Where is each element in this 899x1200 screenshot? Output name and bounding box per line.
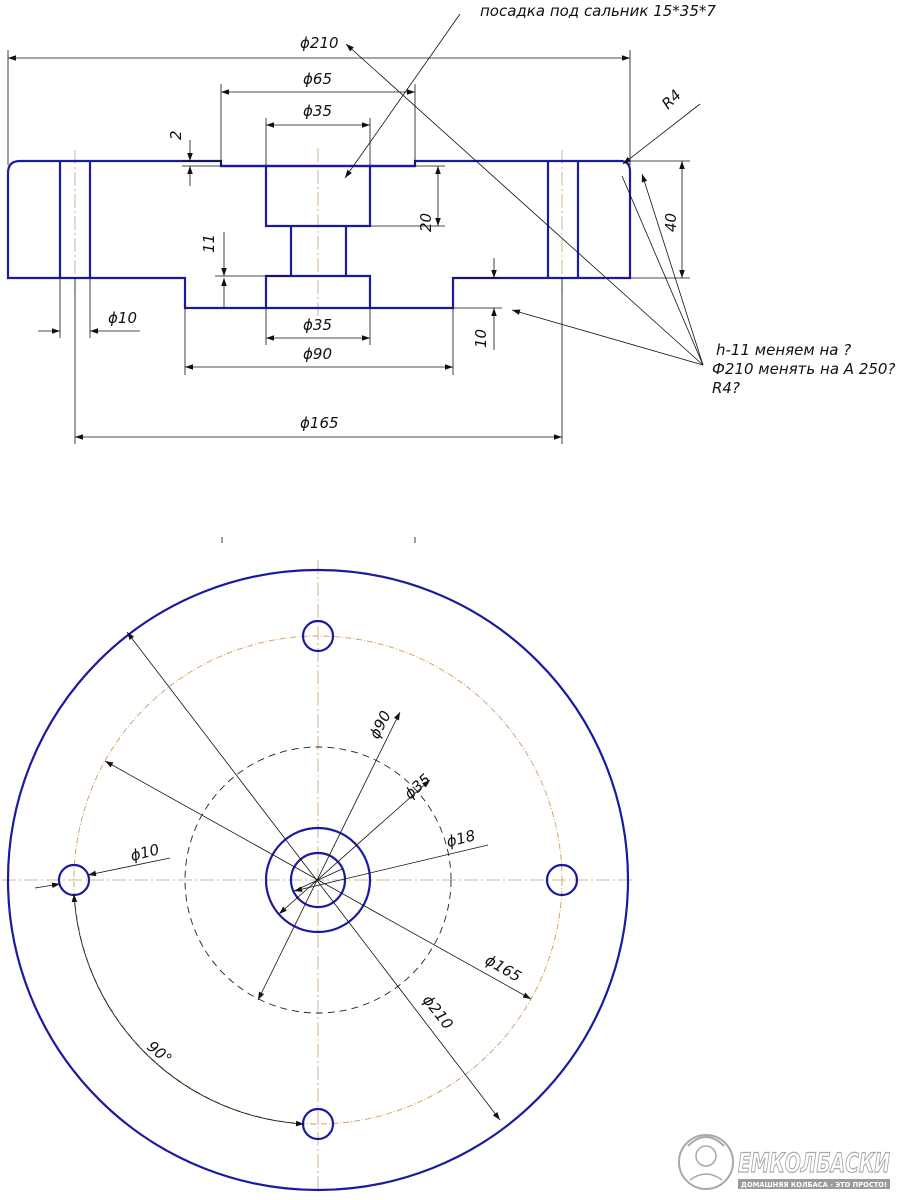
dim-line-top-d35 <box>278 779 431 915</box>
dim-d10: ϕ10 <box>108 309 137 327</box>
dim-top-d90: ϕ90 <box>366 708 395 742</box>
leader-q-r4 <box>641 173 704 366</box>
right-bolt-hole <box>546 161 580 278</box>
bore-lower <box>264 274 372 308</box>
dim-top-angle: 90° <box>143 1037 175 1068</box>
angle-arc-90 <box>71 893 305 1127</box>
dim-h40: 40 <box>662 213 680 232</box>
dim-d210: ϕ210 <box>300 34 339 52</box>
dim-line-top-d90 <box>257 711 401 1001</box>
dim-line-top-d18 <box>293 844 489 892</box>
dim-line-top-d18b <box>293 868 343 892</box>
gland-fit-note: посадка под сальник 15*35*7 <box>480 2 716 20</box>
leader-r4 <box>622 103 701 165</box>
front-view: ϕ210 ϕ65 ϕ35 2 20 40 R4 11 <box>6 2 895 444</box>
watermark-brand: ЕМКОЛБАСКИ <box>738 1148 890 1179</box>
dim-h20: 20 <box>417 213 435 232</box>
flange-outline <box>6 159 632 310</box>
dim-top-d165: ϕ165 <box>482 951 524 986</box>
dim-top-d18: ϕ18 <box>445 826 477 850</box>
watermark-shoulders <box>689 1173 723 1181</box>
watermark-hat <box>687 1136 725 1147</box>
watermark-logo: ЕМКОЛБАСКИ ДОМАШНЯЯ КОЛБАСА - ЭТО ПРОСТО… <box>678 1134 891 1190</box>
outer-circle <box>6 568 630 1192</box>
bore-middle <box>289 226 348 276</box>
leader-q-d210 <box>345 43 704 366</box>
dim-top-d35: ϕ35 <box>401 770 435 803</box>
dim-line-top-d210 <box>126 631 501 1121</box>
dim-h10: 10 <box>472 329 490 348</box>
bolt-hole-right <box>545 863 579 897</box>
question-d210: Ф210 менять на А 250? <box>712 360 895 378</box>
dim-r4: R4 <box>658 86 685 113</box>
watermark-face <box>695 1145 717 1167</box>
dim-line-top-d10b <box>34 882 61 889</box>
question-r4: R4? <box>712 379 740 397</box>
dim-t2: 2 <box>167 130 185 140</box>
dim-d65: ϕ65 <box>303 70 332 88</box>
dim-top-d210: ϕ210 <box>419 991 457 1032</box>
dim-line-top-d10a <box>87 857 171 877</box>
dim-d35-top: ϕ35 <box>303 102 332 120</box>
dim-h11: 11 <box>200 234 218 253</box>
watermark-emblem <box>678 1134 734 1190</box>
watermark-tagline-bar <box>738 1179 890 1189</box>
left-bolt-hole <box>58 161 92 278</box>
top-view: ϕ210 ϕ165 ϕ90 ϕ35 ϕ18 ϕ10 90° <box>2 560 634 1192</box>
leader-q-r4b <box>621 175 704 366</box>
dim-d165: ϕ165 <box>300 414 339 432</box>
bore-upper <box>264 166 372 228</box>
watermark-tagline: ДОМАШНЯЯ КОЛБАСА - ЭТО ПРОСТО! <box>741 1181 887 1189</box>
leader-q-h11 <box>511 309 704 366</box>
dim-d35-bottom: ϕ35 <box>303 316 332 334</box>
dim-d90: ϕ90 <box>303 345 332 363</box>
leader-gland <box>344 13 461 179</box>
question-h11: h-11 меняем на ? <box>716 341 851 359</box>
